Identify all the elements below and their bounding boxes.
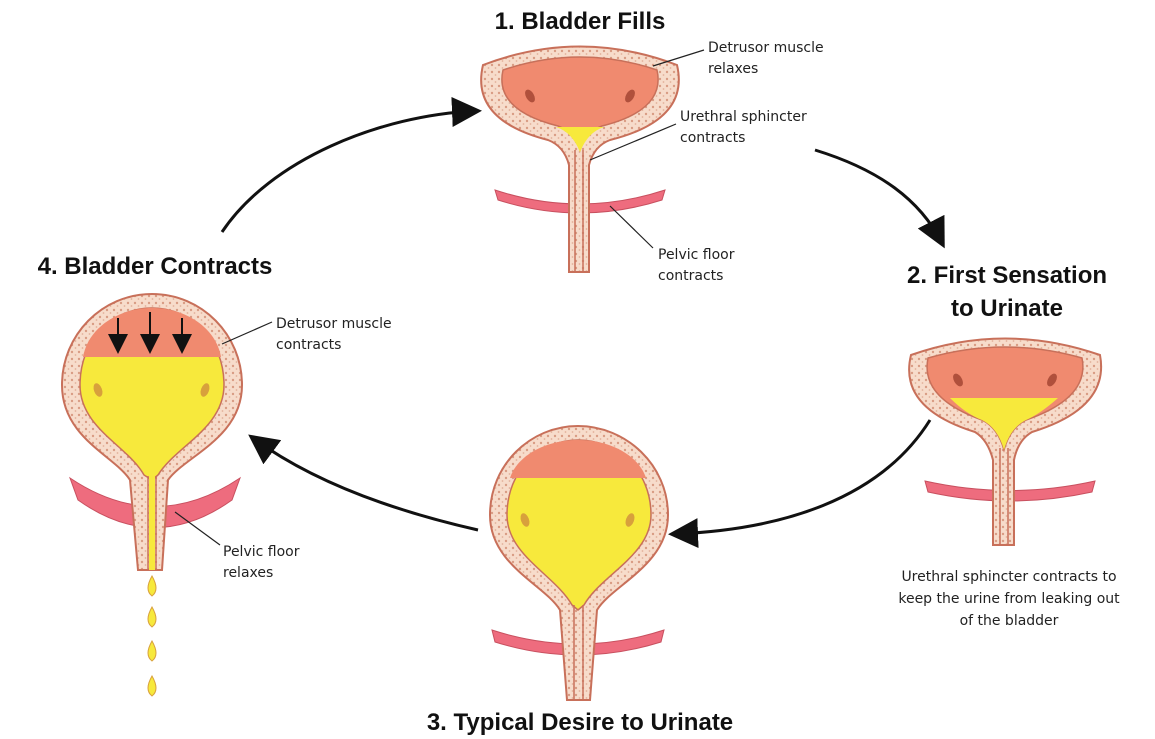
stage-1-bladder	[481, 47, 679, 273]
detrusor-contracts-label-line-1: Detrusor muscle	[276, 316, 392, 332]
sphincter-note-line-2: keep the urine from leaking out	[898, 591, 1120, 607]
stage-2-bladder	[909, 339, 1101, 546]
pelvic-floor-contracts-label-line-2: contracts	[658, 268, 723, 284]
detrusor-relaxes-label-line-1: Detrusor muscle	[708, 40, 824, 56]
sphincter-note-line-1: Urethral sphincter contracts to	[901, 569, 1116, 585]
pelvic-floor-relaxes-label-line-1: Pelvic floor	[223, 544, 300, 560]
pelvic-floor-relaxes-label-line-2: relaxes	[223, 565, 273, 581]
stage-4-title: 4. Bladder Contracts	[38, 253, 273, 280]
stage-1-title: 1. Bladder Fills	[495, 8, 666, 35]
stage-2-title-line-1: 2. First Sensation	[907, 262, 1107, 289]
arrow-2-to-3	[674, 420, 930, 534]
stage-3-bladder	[490, 426, 668, 700]
detrusor-relaxes-label-line-2: relaxes	[708, 61, 758, 77]
pelvic-floor-contracts-label-line-1: Pelvic floor	[658, 247, 735, 263]
stage-3-title: 3. Typical Desire to Urinate	[427, 709, 733, 736]
sphincter-contracts-label-line-1: Urethral sphincter	[680, 109, 807, 125]
sphincter-contracts-label-line-2: contracts	[680, 130, 745, 146]
arrow-1-to-2	[815, 150, 942, 243]
sphincter-note-line-3: of the bladder	[960, 613, 1059, 629]
detrusor-contracts-label-line-2: contracts	[276, 337, 341, 353]
arrow-3-to-4	[253, 438, 478, 530]
arrow-4-to-1	[222, 111, 476, 232]
urine-drops	[148, 576, 156, 696]
stage-2-title-line-2: to Urinate	[951, 295, 1063, 322]
stage-4-bladder	[62, 294, 242, 696]
